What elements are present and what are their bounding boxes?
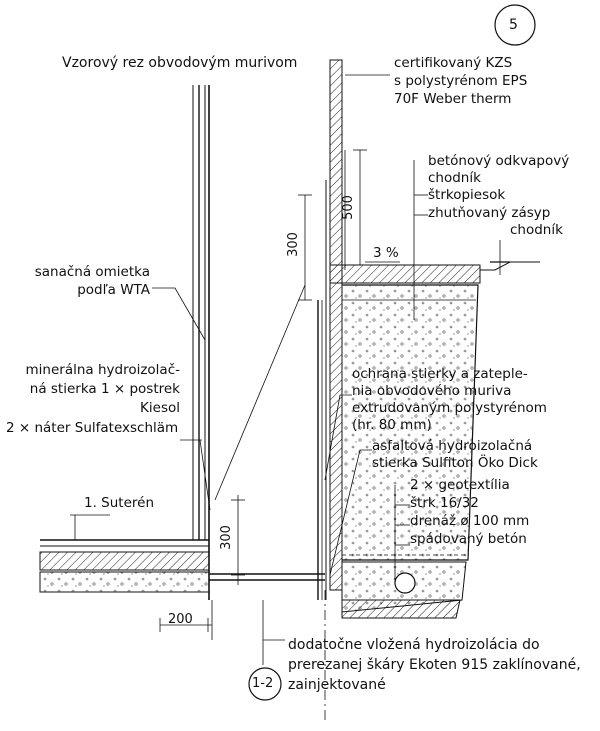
- label-protection-4: (hr. 80 mm): [352, 417, 432, 433]
- label-protection-3: extrudovaným polystyrénom: [352, 400, 547, 416]
- label-slope: 3 %: [373, 245, 399, 261]
- detail-ref-circle: [248, 667, 282, 701]
- label-asphalt-2: stierka Sulfiton Öko Dick: [372, 455, 538, 471]
- label-protection-2: nia obvodového muriva: [352, 383, 512, 399]
- drain-pipe: [394, 572, 416, 594]
- label-kzs-line: 70F Weber therm: [394, 91, 512, 107]
- label-mineral-3: Kiesol: [140, 400, 180, 416]
- detail-ref-label: 1-2: [252, 676, 274, 691]
- label-protection-1: ochrana stierky a zateple-: [352, 366, 528, 382]
- label-mineral-2: ná stierka 1 × postrek: [29, 381, 180, 397]
- trench: [341, 284, 479, 619]
- label-gravel-1632: štrk 16/32: [410, 495, 479, 511]
- sheet-number-circle: [494, 4, 536, 46]
- label-drain: drenáž ø 100 mm: [410, 513, 530, 529]
- interior-wall: [192, 85, 210, 600]
- label-injection-1: dodatočne vložená hydroizolácia do: [288, 637, 540, 653]
- label-gravel: štrkopiesok: [428, 187, 506, 203]
- label-injection-3: zainjektované: [288, 677, 386, 693]
- label-path: chodník: [510, 222, 563, 238]
- label-basement: 1. Suterén: [84, 495, 155, 511]
- label-backfill: zhutňovaný zásyp: [428, 205, 551, 221]
- label-kzs-line: certifikovaný KZS: [394, 55, 513, 71]
- sheet-number: 5: [509, 17, 518, 33]
- label-walkway-2: chodník: [428, 170, 481, 186]
- walkway: [329, 240, 540, 284]
- label-walkway-1: betónový odkvapový: [428, 153, 570, 169]
- label-injection-2: prerezanej škáry Ekoten 915 zaklínované,: [288, 657, 581, 673]
- label-concrete: spádovaný betón: [410, 531, 527, 547]
- dim-500: 500: [340, 195, 356, 220]
- dimension-lines: [70, 149, 367, 632]
- label-geotextile: 2 × geotextília: [410, 477, 510, 493]
- page-title: Vzorový rez obvodovým murivom: [62, 55, 298, 71]
- label-plaster-2: podľa WTA: [77, 282, 150, 298]
- label-plaster-1: sanačná omietka: [34, 264, 150, 280]
- label-mineral-1: minerálna hydroizolač-: [25, 362, 181, 378]
- floor-slab: [39, 539, 325, 593]
- label-asphalt-1: asfaltová hydroizolačná: [372, 438, 533, 454]
- label-mineral-4: 2 × náter Sulfatexschläm: [6, 420, 179, 436]
- exterior-wall: [317, 59, 346, 600]
- dim-300-top: 300: [285, 232, 301, 257]
- dim-200: 200: [168, 612, 193, 627]
- label-kzs-line: s polystyrénom EPS: [394, 73, 528, 89]
- leader-lines: [152, 74, 428, 665]
- dim-300-bottom: 300: [218, 525, 234, 550]
